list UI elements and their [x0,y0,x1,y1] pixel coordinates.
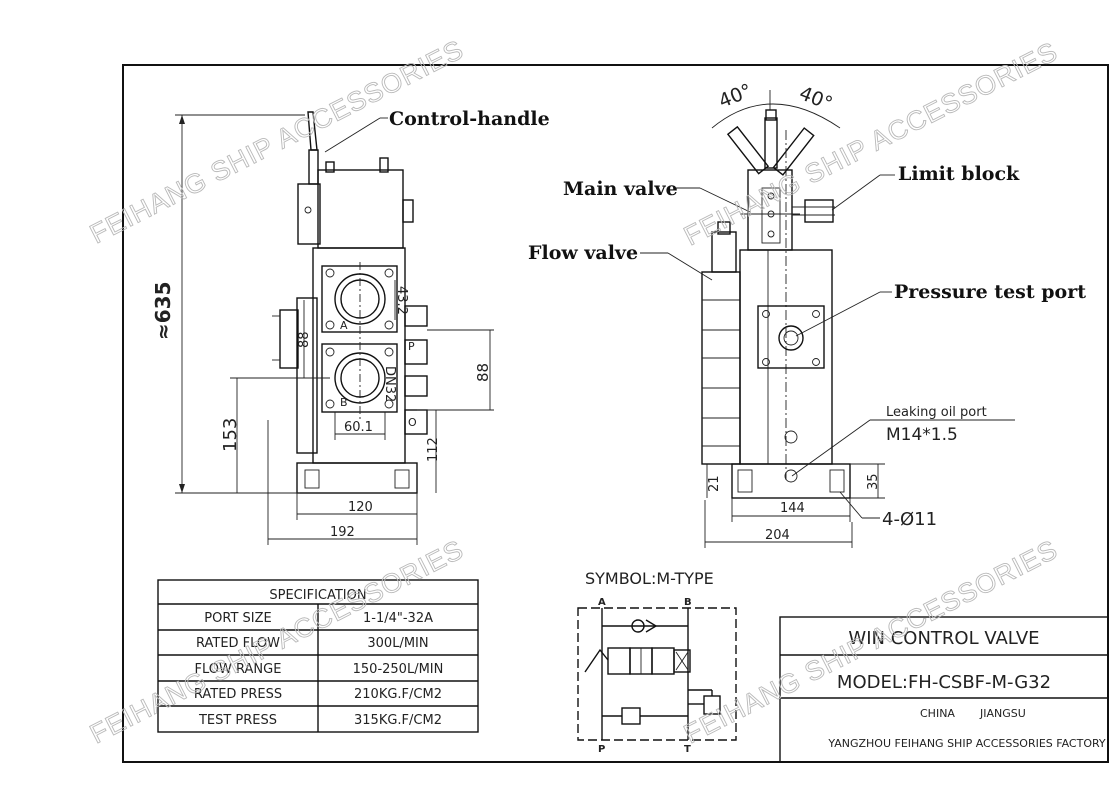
dim-holes: 4-Ø11 [882,509,937,530]
dim-21: 21 [707,475,722,492]
callout-pressure-test-port: Pressure test port [894,281,1086,303]
spec-row-value: 150-250L/MIN [353,662,444,677]
dim-120: 120 [348,500,373,515]
symbol-port-a: A [598,597,606,608]
limit-block-shape [804,199,834,223]
symbol-title: SYMBOL:M-TYPE [585,569,714,588]
callout-flow-valve: Flow valve [528,242,638,264]
title-block-model: MODEL:FH-CSBF-M-G32 [837,672,1051,693]
watermark: FEIHANG SHIP ACCESSORIES [85,34,468,249]
title-block-province: JIANGSU [979,707,1026,720]
dim-204: 204 [765,528,790,543]
symbol-port-p: P [598,744,605,755]
dim-overall-height: ≈635 [151,281,175,340]
spec-row-label: RATED FLOW [196,636,280,651]
callout-control-handle: Control-handle [389,108,550,130]
dim-60-1: 60.1 [344,420,373,435]
title-block: WIN CONTROL VALVE MODEL:FH-CSBF-M-G32 CH… [779,616,1109,763]
title-block-name: WIN CONTROL VALVE [848,628,1039,649]
side-base [731,463,851,499]
spec-row-label: PORT SIZE [204,611,271,626]
title-block-country: CHINA [920,707,955,720]
dim-35: 35 [866,473,881,490]
title-block-factory: YANGZHOU FEIHANG SHIP ACCESSORIES FACTOR… [827,737,1106,750]
port-label-b: B [340,396,348,409]
actuator-housing [317,169,404,249]
spec-row-label: TEST PRESS [198,713,277,728]
dim-88-left: 88 [297,331,312,348]
flow-valve-shape [701,271,741,465]
dim-153: 153 [220,418,241,452]
spec-row-value: 210KG.F/CM2 [354,687,442,702]
callout-limit-block: Limit block [898,163,1020,185]
callout-main-valve: Main valve [563,178,678,200]
side-view: 40° 40° [528,80,1086,548]
drawing-frame [122,64,1109,763]
spec-row-value: 300L/MIN [367,636,428,651]
symbol-port-b: B [684,597,692,608]
front-view: A B P O ≈635 153 88 [151,108,550,545]
dim-88-right: 88 [474,363,492,382]
spec-row-label: FLOW RANGE [195,662,282,677]
base-plate [296,462,418,494]
port-label-a: A [340,319,348,332]
dim-192: 192 [330,525,355,540]
dim-43-2: 43.2 [394,286,409,315]
dim-dn32: DN32 [382,366,397,402]
hydraulic-symbol: SYMBOL:M-TYPE A B P T [577,569,737,755]
callout-leaking-oil-thread: M14*1.5 [886,425,958,445]
symbol-port-t: T [684,744,691,755]
callout-leaking-oil-port: Leaking oil port [886,405,987,420]
spec-row-value: 315KG.F/CM2 [354,713,442,728]
port-label-p: P [408,340,415,353]
port-label-o: O [408,416,417,429]
dim-112: 112 [426,437,441,462]
dim-angle-right: 40° [796,82,835,115]
spec-row-value: 1-1/4"-32A [363,611,433,626]
spec-row-label: RATED PRESS [194,687,282,702]
watermark: FEIHANG SHIP ACCESSORIES [679,36,1062,251]
dim-144: 144 [780,501,805,516]
spec-table: SPECIFICATION PORT SIZE 1-1/4"-32A RATED… [157,579,479,733]
spec-title: SPECIFICATION [269,588,366,603]
